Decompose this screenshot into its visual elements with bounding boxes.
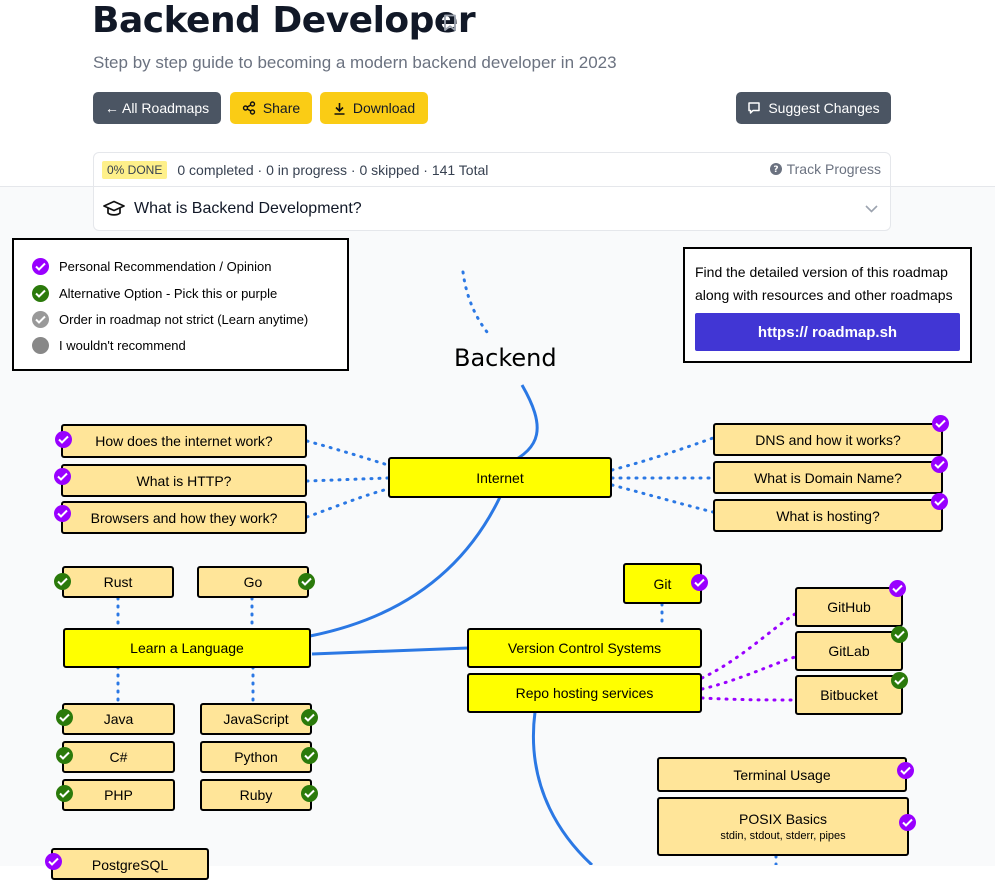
progress-stats: 0 completed · 0 in progress · 0 skipped …: [177, 161, 489, 178]
purple-check-icon: [931, 456, 948, 473]
node-javascript[interactable]: JavaScript: [200, 703, 312, 735]
node-python[interactable]: Python: [200, 741, 312, 773]
legend-label: Order in roadmap not strict (Learn anyti…: [59, 311, 309, 327]
purple-check-icon: [32, 257, 49, 275]
node-domain-name[interactable]: What is Domain Name?: [713, 461, 943, 494]
purple-check-icon: [45, 853, 62, 870]
green-check-icon: [56, 785, 73, 802]
green-check-icon: [891, 672, 908, 689]
progress-row: 0% DONE 0 completed · 0 in progress · 0 …: [94, 153, 890, 187]
purple-check-icon: [899, 814, 916, 831]
backend-question-row[interactable]: What is Backend Development?: [94, 187, 890, 231]
roadmap-root-label: Backend: [454, 344, 557, 372]
share-label: Share: [262, 100, 301, 116]
node-hosting[interactable]: What is hosting?: [713, 499, 943, 532]
graduation-cap-icon: [103, 200, 125, 216]
chevron-down-icon: [865, 205, 878, 213]
suggest-changes-label: Suggest Changes: [768, 100, 880, 116]
node-repo-hosting[interactable]: Repo hosting services: [467, 673, 702, 713]
gray-dot-icon: [32, 336, 49, 354]
node-version-control[interactable]: Version Control Systems: [467, 628, 702, 668]
purple-check-icon: [889, 580, 906, 597]
node-csharp[interactable]: C#: [62, 741, 175, 773]
purple-check-icon: [55, 431, 72, 448]
node-postgresql[interactable]: PostgreSQL: [51, 848, 209, 880]
green-check-icon: [301, 709, 318, 726]
node-php[interactable]: PHP: [62, 779, 175, 811]
posix-subtitle: stdin, stdout, stderr, pipes: [720, 830, 846, 842]
progress-card: 0% DONE 0 completed · 0 in progress · 0 …: [93, 152, 891, 231]
comment-icon: [748, 102, 761, 114]
legend-label: I wouldn't recommend: [59, 337, 186, 353]
node-bitbucket[interactable]: Bitbucket: [795, 675, 903, 715]
purple-check-icon: [54, 505, 71, 522]
purple-check-icon: [932, 415, 949, 432]
gray-check-icon: [32, 310, 49, 328]
green-check-icon: [56, 747, 73, 764]
info-text: Find the detailed version of this roadma…: [695, 264, 953, 303]
legend-label: Personal Recommendation / Opinion: [59, 258, 272, 274]
node-posix-basics[interactable]: POSIX Basics stdin, stdout, stderr, pipe…: [657, 797, 909, 856]
download-label: Download: [352, 100, 416, 116]
node-dns[interactable]: DNS and how it works?: [713, 423, 943, 456]
help-icon: ?: [769, 163, 782, 175]
dotted-purple-links: [700, 612, 797, 702]
node-git[interactable]: Git: [623, 563, 702, 604]
purple-check-icon: [897, 762, 914, 779]
progress-badge: 0% DONE: [102, 160, 168, 179]
legend-item-not-recommended: I wouldn't recommend: [32, 336, 186, 354]
bookmark-icon[interactable]: [442, 14, 458, 32]
purple-check-icon: [691, 574, 708, 591]
green-check-icon: [56, 709, 73, 726]
node-java[interactable]: Java: [62, 703, 175, 735]
node-how-internet-works[interactable]: How does the internet work?: [61, 424, 307, 458]
legend-item-alternative: Alternative Option - Pick this or purple: [32, 284, 277, 302]
page-subtitle: Step by step guide to becoming a modern …: [93, 53, 617, 72]
all-roadmaps-label: ← All Roadmaps: [104, 100, 210, 116]
download-icon: [334, 102, 345, 115]
node-browsers[interactable]: Browsers and how they work?: [61, 501, 307, 534]
node-go[interactable]: Go: [197, 566, 309, 598]
share-icon: [242, 101, 256, 115]
node-terminal-usage[interactable]: Terminal Usage: [657, 757, 907, 792]
green-check-icon: [891, 626, 908, 643]
download-button[interactable]: Download: [320, 92, 428, 124]
suggest-changes-button[interactable]: Suggest Changes: [736, 92, 891, 124]
green-check-icon: [32, 284, 49, 302]
node-rust[interactable]: Rust: [62, 566, 174, 598]
legend-item-recommendation: Personal Recommendation / Opinion: [32, 257, 271, 275]
info-box: Find the detailed version of this roadma…: [683, 247, 972, 363]
dotted-blue-links: [116, 270, 778, 865]
node-learn-language[interactable]: Learn a Language: [63, 628, 311, 668]
share-button[interactable]: Share: [230, 92, 312, 124]
node-what-is-http[interactable]: What is HTTP?: [61, 464, 307, 497]
green-check-icon: [298, 573, 315, 590]
legend-label: Alternative Option - Pick this or purple: [59, 285, 278, 301]
posix-title: POSIX Basics: [739, 811, 827, 827]
svg-text:?: ?: [773, 165, 778, 175]
legend-item-order: Order in roadmap not strict (Learn anyti…: [32, 310, 308, 328]
backend-question-label: What is Backend Development?: [134, 200, 362, 217]
green-check-icon: [301, 747, 318, 764]
track-progress-link[interactable]: ? Track Progress: [769, 161, 881, 177]
roadmap-sh-link[interactable]: https:// roadmap.sh: [695, 313, 960, 351]
green-check-icon: [301, 785, 318, 802]
green-check-icon: [54, 573, 71, 590]
purple-check-icon: [54, 468, 71, 485]
node-github[interactable]: GitHub: [795, 587, 903, 627]
purple-check-icon: [931, 493, 948, 510]
node-gitlab[interactable]: GitLab: [795, 631, 903, 671]
legend-box: Personal Recommendation / Opinion Altern…: [12, 238, 349, 371]
node-internet[interactable]: Internet: [388, 457, 612, 498]
node-ruby[interactable]: Ruby: [200, 779, 312, 811]
page-title: Backend Developer: [92, 0, 476, 41]
all-roadmaps-button[interactable]: ← All Roadmaps: [93, 92, 221, 124]
track-progress-label: Track Progress: [786, 161, 881, 177]
